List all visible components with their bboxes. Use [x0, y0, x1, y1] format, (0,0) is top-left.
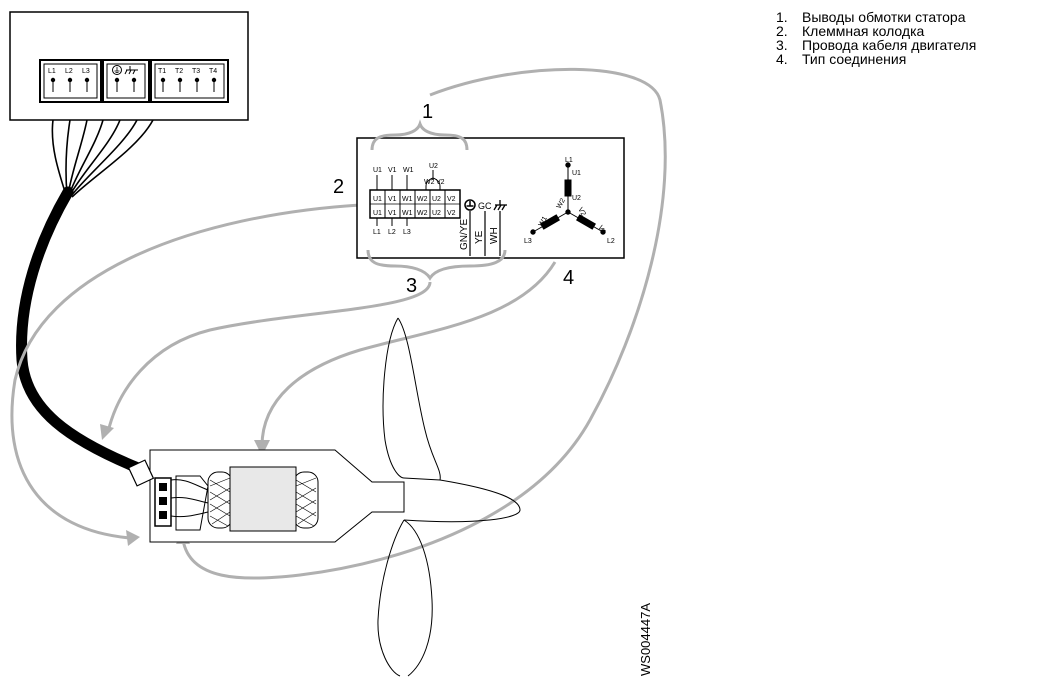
- legend-item: 3. Провода кабеля двигателя: [776, 38, 976, 52]
- cell-u1-lower: U1: [373, 210, 382, 217]
- terminal-block: U1 V1 W1 W2 U2 V2 U1 V1 W1 W2 U2 V2: [369, 189, 461, 219]
- cell-v2-lower: V2: [447, 210, 456, 217]
- legend-text: Тип соединения: [802, 51, 907, 67]
- cell-u1: U1: [373, 196, 382, 203]
- terminal-label-t1: T1: [158, 68, 166, 75]
- terminal-label-l1: L1: [48, 68, 56, 75]
- terminal-label-t2: T2: [175, 68, 183, 75]
- legend-text: Клеммная колодка: [802, 23, 925, 39]
- rotor: [229, 466, 297, 532]
- star-label-u1: U1: [572, 170, 581, 177]
- bottom-label-l2: L2: [388, 229, 396, 236]
- legend-number: 2.: [776, 23, 788, 39]
- protective-earth-icon: [112, 65, 122, 75]
- chassis-ground-icon: [124, 66, 138, 75]
- cell-v2: V2: [447, 196, 456, 203]
- terminal-panel: U1 V1 W1 U2 W2 V2 U1 V1 W1 W2 U: [356, 119, 625, 281]
- cell-w2: W2: [417, 196, 428, 203]
- legend-number: 3.: [776, 37, 788, 53]
- bottom-label-l3: L3: [403, 229, 411, 236]
- top-label-v1: V1: [388, 167, 397, 174]
- terminal-label-t3: T3: [192, 68, 200, 75]
- star-label-v2: V2: [576, 207, 586, 218]
- star-label-l2: L2: [607, 238, 615, 245]
- drawing-code: WS004447A: [638, 603, 653, 676]
- controller-t-terminals: T1 T2 T3 T4: [150, 59, 229, 103]
- terminal-label-l2: L2: [65, 68, 73, 75]
- cell-v1-lower: V1: [388, 210, 397, 217]
- brace-stator-leads: [370, 119, 469, 151]
- star-label-u2: U2: [572, 195, 581, 202]
- star-label-l3: L3: [524, 238, 532, 245]
- pe-symbol-icon: [464, 199, 476, 211]
- controller-l-terminals: L1 L2 L3: [39, 59, 102, 103]
- wire-label-wh: WH: [489, 227, 500, 244]
- callout-arrows: [10, 67, 667, 580]
- top-label-w1: W1: [403, 167, 414, 174]
- star-label-v1: V1: [596, 225, 606, 236]
- cell-v1: V1: [388, 196, 397, 203]
- terminal-label-t4: T4: [209, 68, 217, 75]
- terminal-label-l3: L3: [82, 68, 90, 75]
- star-connection: [530, 162, 606, 235]
- cell-u2: U2: [432, 196, 441, 203]
- callout-1: 1: [422, 101, 433, 123]
- stator-winding: [207, 471, 319, 529]
- motor-housing: [127, 449, 405, 543]
- top-label-v2: V2: [436, 179, 445, 186]
- star-label-w2: W2: [556, 197, 567, 210]
- star-label-l1: L1: [565, 157, 573, 164]
- chassis-ground-small-icon: [493, 200, 507, 211]
- top-label-u2: U2: [429, 163, 438, 170]
- legend-item: 2. Клеммная колодка: [776, 24, 976, 38]
- legend-item: 4. Тип соединения: [776, 52, 976, 66]
- cell-w1-lower: W1: [402, 210, 413, 217]
- motor-cable: [16, 119, 154, 474]
- controller-ground-terminals: [102, 59, 150, 103]
- cell-u2-lower: U2: [432, 210, 441, 217]
- bottom-label-l1: L1: [373, 229, 381, 236]
- propeller: [377, 317, 521, 677]
- callout-2: 2: [333, 176, 344, 198]
- gc-label: GC: [478, 201, 492, 211]
- wire-label-gnye: GN/YE: [459, 219, 470, 250]
- cell-w2-lower: W2: [417, 210, 428, 217]
- legend-item: 1. Выводы обмотки статора: [776, 10, 976, 24]
- legend-number: 4.: [776, 51, 788, 67]
- callout-4: 4: [563, 267, 574, 289]
- cell-w1: W1: [402, 196, 413, 203]
- callout-3: 3: [406, 275, 417, 297]
- brace-cable-leads: [366, 249, 507, 281]
- top-label-u1: U1: [373, 167, 382, 174]
- top-label-w2: W2: [424, 179, 435, 186]
- wire-label-ye: YE: [474, 230, 485, 244]
- legend-text: Выводы обмотки статора: [802, 9, 966, 25]
- legend: 1. Выводы обмотки статора 2. Клеммная ко…: [776, 10, 976, 66]
- legend-number: 1.: [776, 9, 788, 25]
- star-label-w1: W1: [538, 215, 549, 228]
- controller-box: L1 L2 L3: [9, 11, 249, 121]
- motor-connector: [127, 459, 209, 531]
- legend-text: Провода кабеля двигателя: [802, 37, 977, 53]
